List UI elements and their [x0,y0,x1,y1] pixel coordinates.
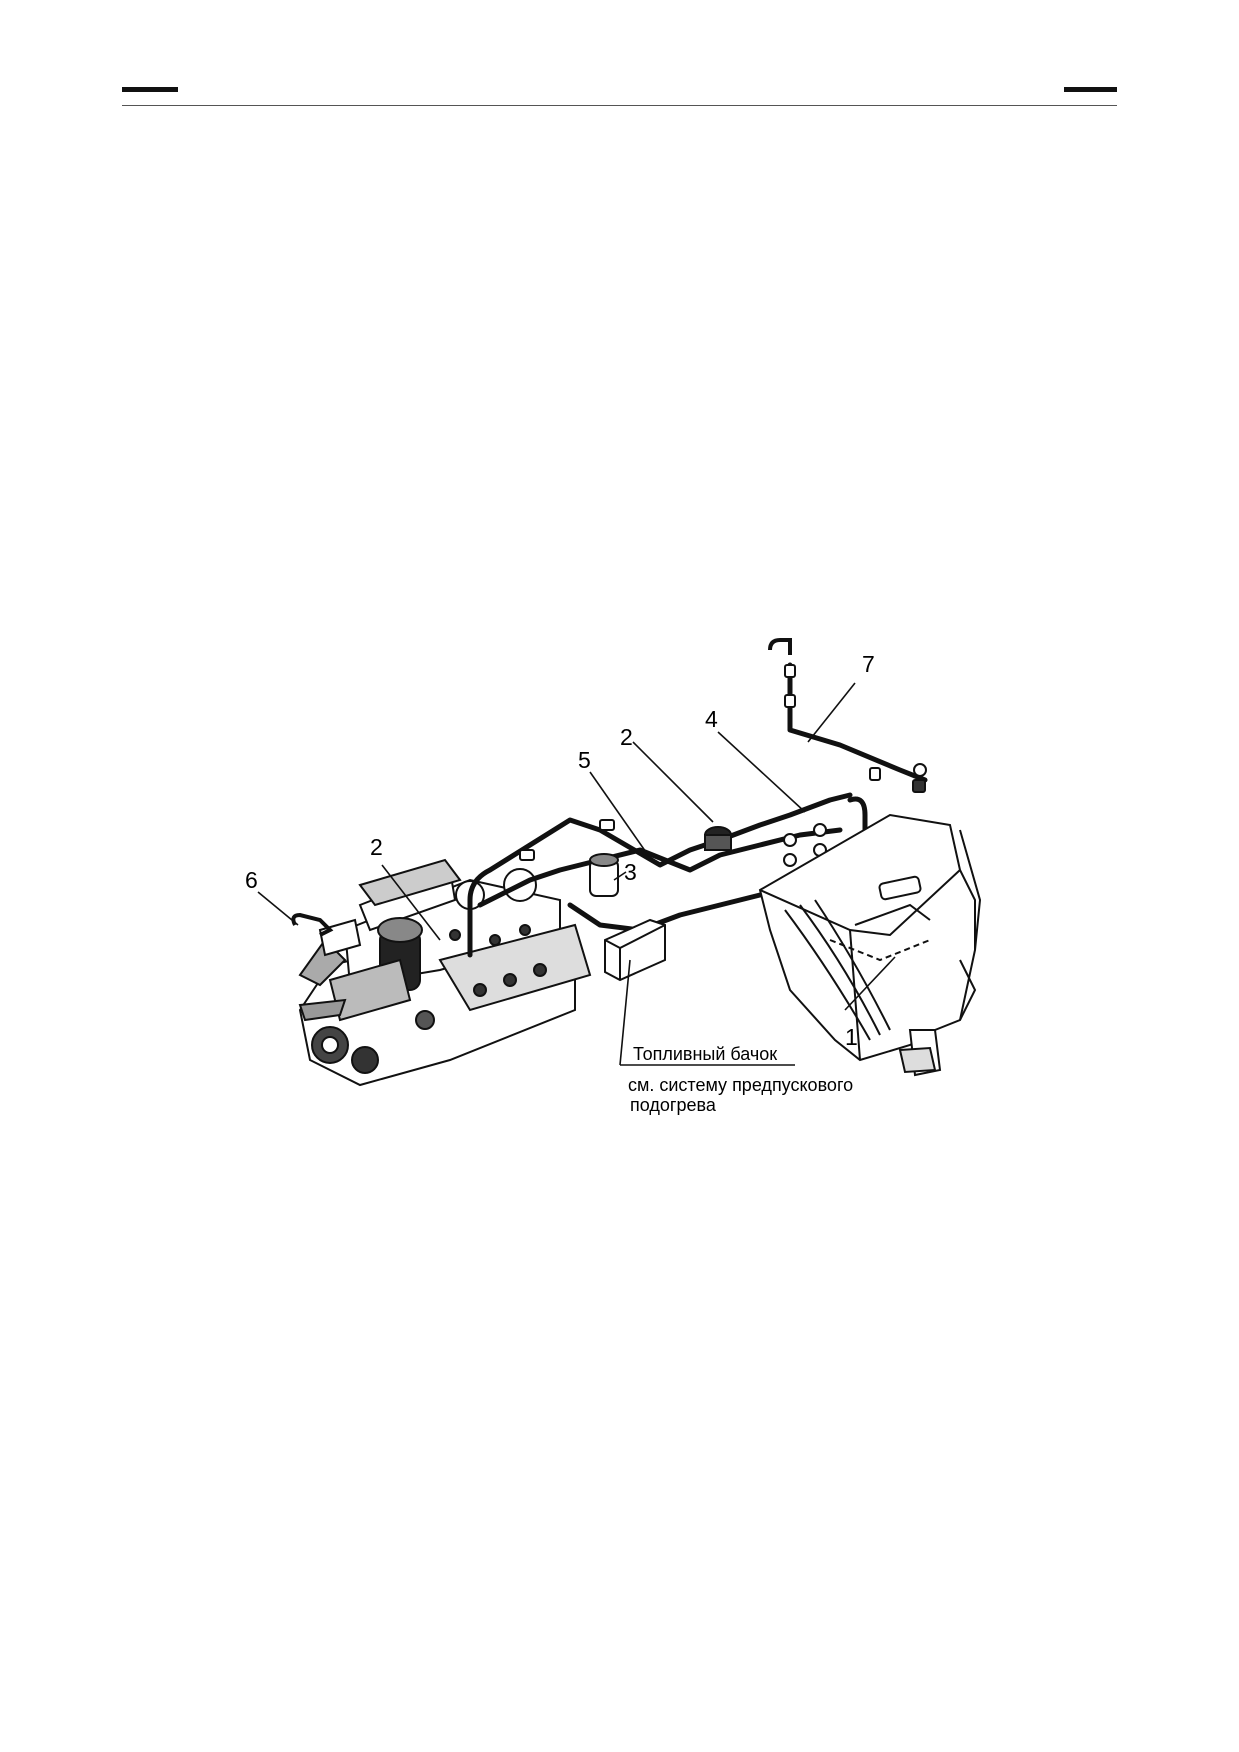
callout-5: 5 [578,747,591,773]
callout-7: 7 [862,651,875,677]
callout-4: 4 [705,706,718,732]
main-fuel-tank [758,813,982,1077]
header-bar-left [122,87,178,92]
fuel-filter [704,826,732,851]
header-bar-right [1064,87,1117,92]
callout-2-upper: 2 [620,724,633,750]
header-rule [122,105,1117,106]
return-line-fitting [291,912,334,937]
caption-see-preheating-line1: см. систему предпускового [628,1075,853,1095]
fuel-lines [467,662,928,958]
heater-fuel-tank [604,918,666,982]
callout-3: 3 [624,859,637,885]
callout-6: 6 [245,867,258,893]
callout-1: 1 [845,1024,858,1050]
engine-illustration [298,858,592,1087]
fine-fuel-filter [589,853,619,897]
caption-fuel-tank: Топливный бачок [633,1044,777,1064]
caption-see-preheating-line2: подогрева [630,1095,717,1115]
leader-lines [257,682,896,1066]
callout-2-lower: 2 [370,834,383,860]
